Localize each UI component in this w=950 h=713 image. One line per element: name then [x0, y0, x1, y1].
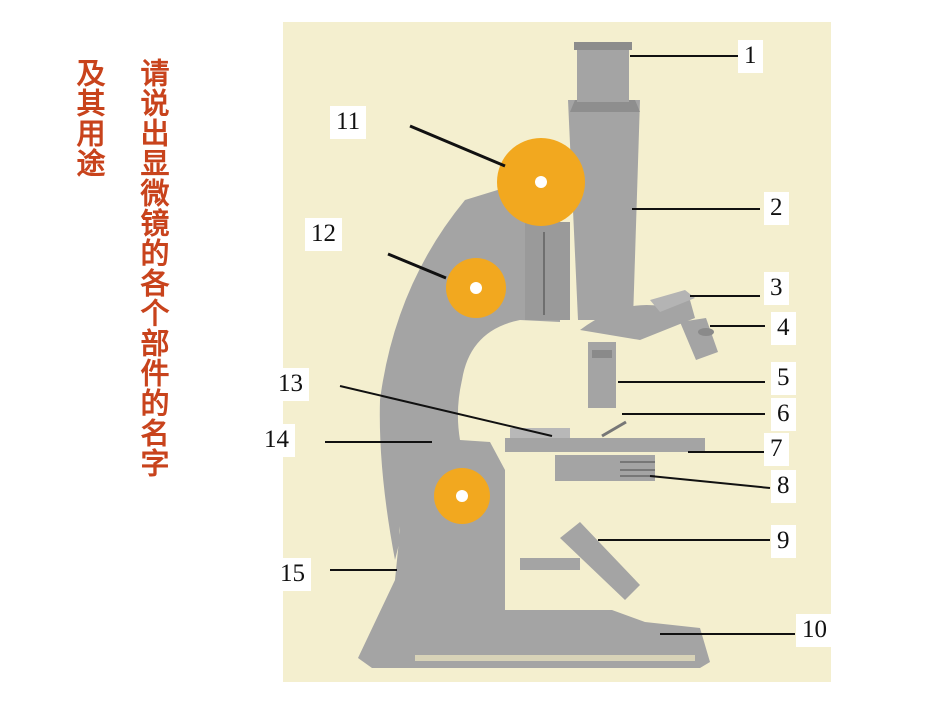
part-label-10: 10 — [796, 614, 833, 647]
focus-block — [525, 222, 570, 320]
part-label-9: 9 — [771, 525, 796, 558]
condenser — [555, 455, 655, 481]
objective-upper — [650, 290, 695, 312]
part-label-6: 6 — [771, 398, 796, 431]
part-label-12: 12 — [305, 218, 342, 251]
nosepiece — [580, 300, 695, 340]
leader-13 — [339, 385, 553, 437]
tube-collar — [570, 100, 640, 112]
mirror-arm — [520, 558, 580, 570]
part-label-13: 13 — [272, 368, 309, 401]
title-line-2: 及其用途 — [72, 58, 106, 178]
part-label-2: 2 — [764, 192, 789, 225]
mirror — [560, 522, 640, 600]
part-label-11: 11 — [330, 106, 367, 139]
part-label-14: 14 — [258, 424, 295, 457]
eyepiece — [577, 46, 629, 102]
paper-background — [283, 22, 831, 682]
microscope-arm — [379, 180, 560, 560]
part-label-8: 8 — [771, 470, 796, 503]
part-label-15: 15 — [274, 558, 311, 591]
part-label-5: 5 — [771, 362, 796, 395]
microscope-base — [358, 580, 710, 668]
part-label-3: 3 — [764, 272, 789, 305]
part-label-1: 1 — [738, 40, 763, 73]
leader-12 — [387, 252, 447, 280]
title-line-1: 请说出显微镜的各个部件的名字 — [136, 58, 170, 478]
leader-11 — [409, 124, 506, 168]
part-label-4: 4 — [771, 312, 796, 345]
stage — [505, 438, 705, 452]
leader-8 — [649, 475, 771, 489]
base-shadow — [415, 655, 695, 661]
body-tube — [568, 100, 640, 320]
part-label-7: 7 — [764, 433, 789, 466]
